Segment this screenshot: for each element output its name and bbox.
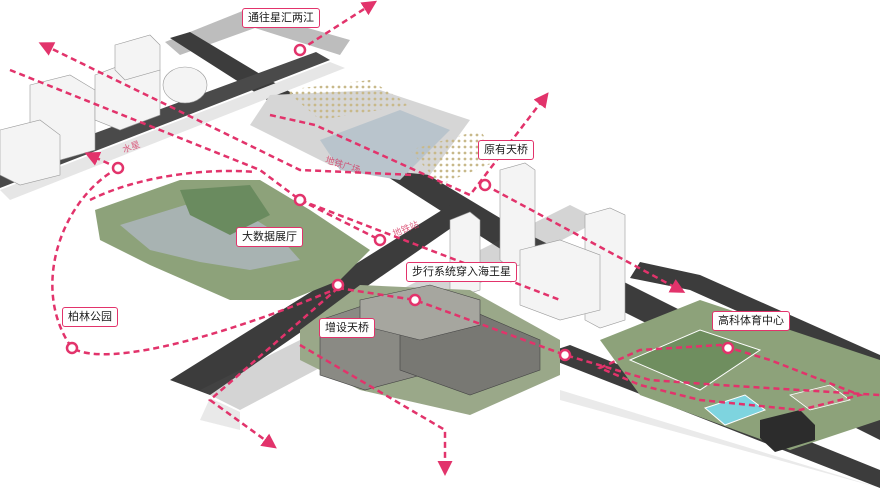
road-lower-cross [170,205,470,395]
node-buxing [408,293,422,307]
route-plaza [269,92,549,197]
route-south [207,287,339,449]
route-park-upper [89,169,256,202]
route-sports-loop [596,343,865,412]
sidewalk-lower [560,390,880,488]
building-small-left [114,34,161,81]
label-xinghui: 通往星汇两江 [242,8,320,28]
route-east [484,183,686,293]
node-dashuju [293,193,307,207]
node-xinghui [293,43,307,57]
route-to-xinghui [299,0,378,52]
label-zengshe: 增设天桥 [319,318,375,338]
node-middle [558,348,572,362]
route-to-dashuju [299,198,381,242]
lot-top [165,10,350,55]
route-top-diag [9,68,561,302]
plaza-trees [285,80,410,120]
plaza-glass [320,110,450,180]
lowrise-right [519,239,601,321]
node-gaoke [721,341,735,355]
route-middle [337,286,880,397]
node-bolin [65,341,79,355]
road-upper-left [0,52,330,188]
label-bolin: 柏林公园 [62,307,118,327]
sidewalk-b [200,398,240,430]
sports-site [600,300,880,450]
route-upper-left [38,42,416,177]
label-gaoke: 高科体育中心 [712,311,790,331]
label-dashuju: 大数据展厅 [236,227,303,247]
sports-pool [703,394,767,426]
label-yuanyou: 原有天桥 [478,140,534,160]
label-buxing: 步行系统穿入海王星 [406,262,517,282]
node-ditie [373,233,387,247]
building-block-left [0,119,61,186]
park-green-dark [180,185,270,235]
node-yuanyou [478,178,492,192]
building-round [162,66,208,104]
route-south-center [299,343,453,476]
route-park-loop [51,166,339,356]
node-shuixing [111,161,125,175]
sports-hall [760,410,815,452]
node-zengshe [331,278,345,292]
plaza-trees-2 [410,130,500,185]
